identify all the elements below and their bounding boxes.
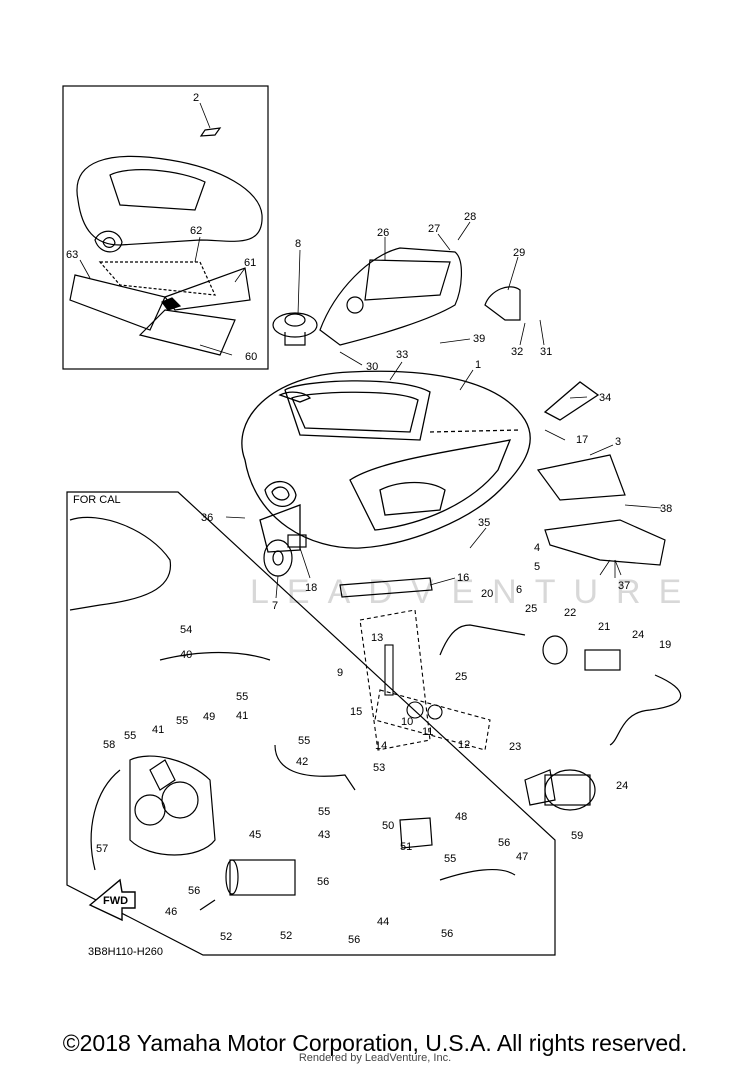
callout-56a: 56 [498,837,510,849]
callout-12: 12 [458,739,470,751]
callouts: 2 62 63 61 60 8 26 27 28 29 32 31 39 30 … [66,92,672,958]
callout-47: 47 [516,851,528,863]
callout-38: 38 [660,503,672,515]
callout-7: 7 [272,600,278,612]
callout-55b: 55 [176,715,188,727]
callout-39: 39 [473,333,485,345]
callout-1: 1 [475,359,481,371]
fuel-cock-assembly [359,609,491,751]
callout-46: 46 [165,906,177,918]
diagram-code: 3B8H110-H260 [88,946,163,958]
callout-48: 48 [455,811,467,823]
callout-27: 27 [428,223,440,235]
callout-56e: 56 [348,934,360,946]
callout-55e: 55 [318,806,330,818]
callout-5: 5 [534,561,540,573]
callout-6: 6 [516,584,522,596]
callout-10: 10 [401,716,413,728]
callout-26: 26 [377,227,389,239]
callout-24a: 24 [632,629,644,641]
callout-41a: 41 [236,710,248,722]
callout-4: 4 [534,542,540,554]
callout-25b: 25 [455,671,467,683]
callout-52b: 52 [280,930,292,942]
inset-tank-pads [62,85,269,370]
for-cal-inset [66,491,556,956]
callout-56b: 56 [317,876,329,888]
callout-34: 34 [599,392,611,404]
callout-62: 62 [190,225,202,237]
callout-63: 63 [66,249,78,261]
callout-55a: 55 [236,691,248,703]
callout-54: 54 [180,624,192,636]
callout-16: 16 [457,572,469,584]
strip [339,577,433,598]
callout-25a: 25 [525,603,537,615]
callout-17: 17 [576,434,588,446]
callout-28: 28 [464,211,476,223]
callout-3: 3 [615,436,621,448]
callout-50: 50 [382,820,394,832]
callout-53: 53 [373,762,385,774]
callout-23: 23 [509,741,521,753]
callout-61: 61 [244,257,256,269]
callout-60: 60 [245,351,257,363]
callout-55d: 55 [298,735,310,747]
callout-11: 11 [422,726,433,738]
callout-24b: 24 [616,780,628,792]
callout-41b: 41 [152,724,164,736]
bracket [484,286,521,321]
callout-57: 57 [96,843,108,855]
callout-18: 18 [305,582,317,594]
callout-49: 49 [203,711,215,723]
watermark: LEADVENTURE [250,573,699,611]
callout-20: 20 [481,588,493,600]
callout-37: 37 [618,580,630,592]
callout-56d: 56 [441,928,453,940]
callout-55f: 55 [444,853,456,865]
callout-42: 42 [296,756,308,768]
callout-51: 51 [400,841,412,853]
callout-52a: 52 [220,931,232,943]
callout-36: 36 [201,512,213,524]
fuel-tank [241,370,600,553]
inset-label: FOR CAL [73,494,121,506]
rear-bracket [536,454,666,566]
callout-31: 31 [540,346,552,358]
callout-44: 44 [377,916,389,928]
callout-30: 30 [366,361,378,373]
fuel-cap [272,312,318,346]
copyright-footer: ©2018 Yamaha Motor Corporation, U.S.A. A… [62,1030,688,1056]
fuel-hoses [439,624,682,746]
callout-43: 43 [318,829,330,841]
tank-side-cover [319,247,462,346]
callout-21: 21 [598,621,610,633]
callout-35: 35 [478,517,490,529]
callout-45: 45 [249,829,261,841]
leader-lines [79,102,662,599]
callout-59: 59 [571,830,583,842]
callout-15: 15 [350,706,362,718]
callout-33: 33 [396,349,408,361]
callout-55c: 55 [124,730,136,742]
callout-29: 29 [513,247,525,259]
callout-13: 13 [371,632,383,644]
callout-58: 58 [103,739,115,751]
rendered-by-note: Rendered by LeadVenture, Inc. [298,1052,452,1064]
callout-22: 22 [564,607,576,619]
callout-2: 2 [193,92,199,104]
fuel-components [524,635,621,811]
callout-8: 8 [295,238,301,250]
callout-32: 32 [511,346,523,358]
fwd-arrow: FWD [88,878,136,922]
fwd-label: FWD [103,895,128,907]
callout-14: 14 [375,740,387,752]
callout-56c: 56 [188,885,200,897]
callout-19: 19 [659,639,671,651]
callout-40: 40 [180,649,192,661]
callout-9: 9 [337,667,343,679]
